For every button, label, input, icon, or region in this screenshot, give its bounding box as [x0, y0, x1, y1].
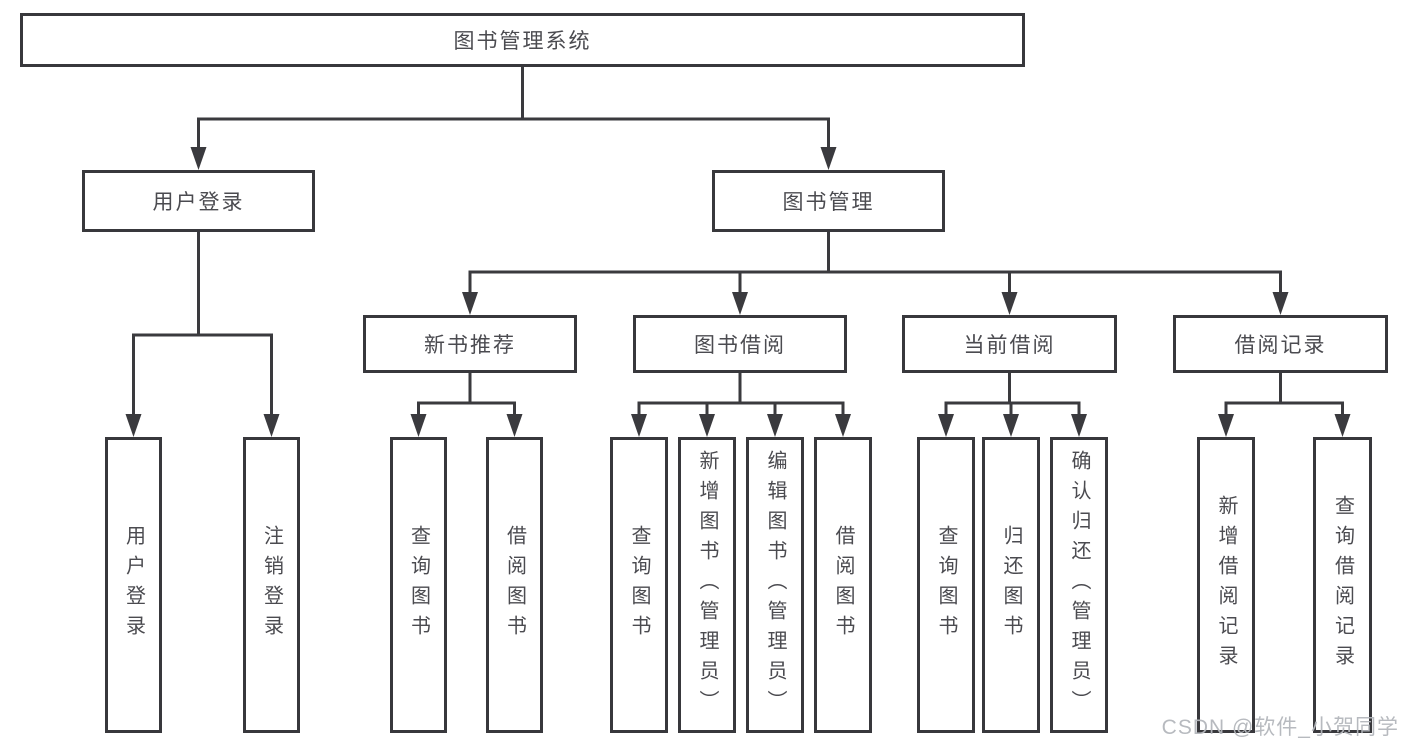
node-leaf-add-borrow-record: 新增借阅记录	[1197, 437, 1255, 733]
node-label: 编辑图书（管理员）	[764, 450, 786, 720]
node-current-borrow: 当前借阅	[902, 315, 1117, 373]
node-book-borrow: 图书借阅	[633, 315, 847, 373]
node-label: 图书管理	[782, 191, 875, 214]
node-label: 用户登录	[152, 191, 245, 214]
node-label: 借阅图书	[503, 525, 526, 645]
node-label: 用户登录	[122, 525, 145, 645]
node-new-book-rec: 新书推荐	[363, 315, 577, 373]
node-leaf-user-login: 用户登录	[105, 437, 162, 733]
node-leaf-logout: 注销登录	[243, 437, 300, 733]
node-label: 查询图书	[407, 525, 430, 645]
node-label: 查询图书	[935, 525, 957, 645]
node-label: 归还图书	[1000, 525, 1022, 645]
node-leaf-return-book: 归还图书	[982, 437, 1040, 733]
node-borrow-records: 借阅记录	[1173, 315, 1388, 373]
node-label: 借阅记录	[1234, 334, 1327, 357]
node-label: 确认归还（管理员）	[1068, 450, 1090, 720]
node-label: 查询图书	[628, 525, 650, 645]
node-label: 新增图书（管理员）	[696, 450, 718, 720]
node-user-login: 用户登录	[82, 170, 315, 232]
node-leaf-query-borrow-record: 查询借阅记录	[1313, 437, 1372, 733]
node-label: 图书管理系统	[453, 30, 592, 53]
node-leaf-query-book-borrow: 查询图书	[610, 437, 668, 733]
node-label: 查询借阅记录	[1331, 495, 1354, 675]
node-label: 图书借阅	[694, 334, 786, 357]
node-leaf-query-book-cur: 查询图书	[917, 437, 975, 733]
node-leaf-edit-book: 编辑图书（管理员）	[746, 437, 804, 733]
node-leaf-borrow-book-rec: 借阅图书	[486, 437, 543, 733]
node-label: 注销登录	[260, 525, 283, 645]
node-book-mgmt: 图书管理	[712, 170, 945, 232]
node-root: 图书管理系统	[20, 13, 1025, 67]
node-leaf-query-book-rec: 查询图书	[390, 437, 447, 733]
node-label: 新增借阅记录	[1215, 495, 1237, 675]
node-label: 新书推荐	[424, 334, 516, 357]
node-leaf-borrow-book-2: 借阅图书	[814, 437, 872, 733]
node-leaf-add-book: 新增图书（管理员）	[678, 437, 736, 733]
node-leaf-confirm-return: 确认归还（管理员）	[1050, 437, 1108, 733]
node-label: 借阅图书	[832, 525, 854, 645]
node-label: 当前借阅	[963, 334, 1056, 357]
